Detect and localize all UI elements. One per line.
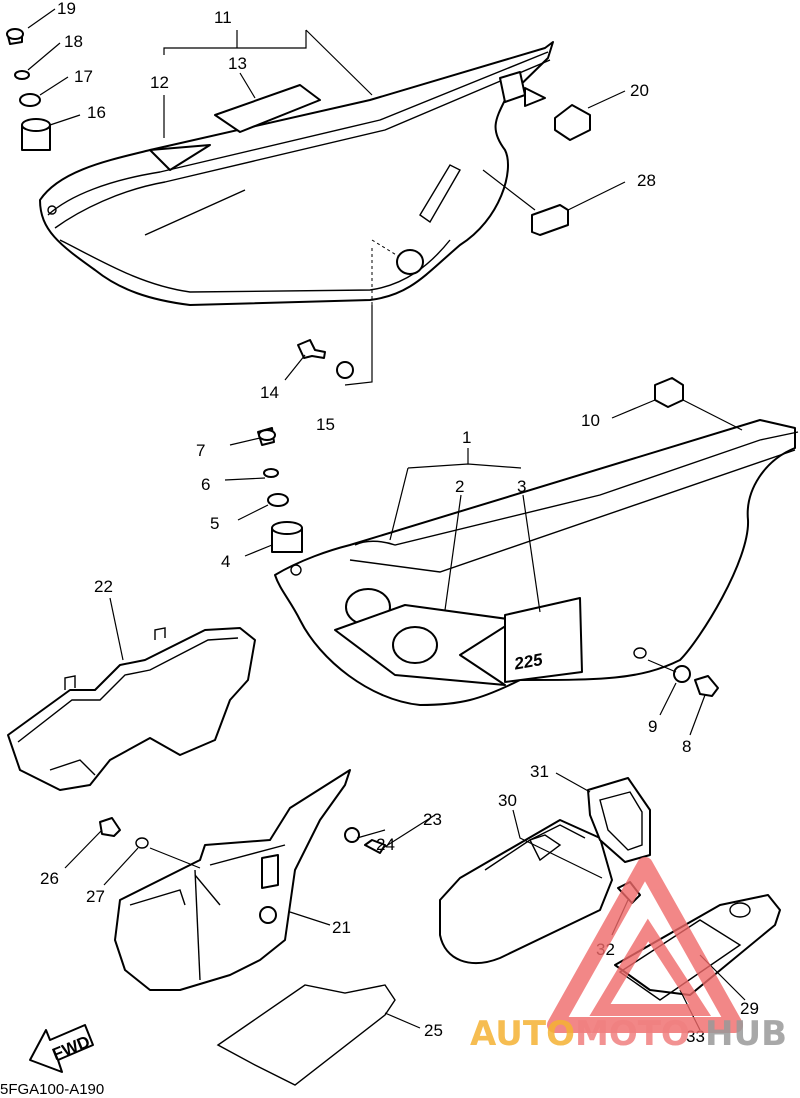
callout-17: 17 (74, 67, 93, 86)
callout-23: 23 (423, 810, 442, 829)
damper (554, 104, 591, 141)
callout-22: 22 (94, 577, 113, 596)
watermark-triangle-icon (547, 857, 743, 1033)
collar-9 (673, 665, 691, 683)
lower-side-cover: 225 (274, 419, 799, 706)
decal-text: 225 (512, 650, 545, 674)
pad-33 (618, 919, 742, 1001)
battery-box-21 (114, 769, 351, 991)
callout-24: 24 (376, 835, 395, 854)
watermark-word-moto: MOTO (575, 1014, 690, 1054)
washer-27 (135, 837, 149, 849)
nut-24 (344, 827, 360, 843)
callout-26: 26 (40, 869, 59, 888)
callout-9: 9 (648, 717, 657, 736)
callout-2: 2 (455, 477, 464, 496)
callout-18: 18 (64, 32, 83, 51)
screw-14 (297, 339, 326, 359)
callout-31: 31 (530, 762, 549, 781)
collar-15 (336, 361, 354, 379)
upper-grommet-stack (6, 28, 51, 151)
callout-28: 28 (637, 171, 656, 190)
lower-grommet-stack (257, 427, 303, 553)
callout-10: 10 (581, 411, 600, 430)
callout-5: 5 (210, 514, 219, 533)
callout-30: 30 (498, 791, 517, 810)
watermark-logo (547, 857, 743, 1033)
screw-8 (694, 675, 719, 697)
callout-7: 7 (196, 441, 205, 460)
callout-13: 13 (228, 54, 247, 73)
damper-10 (654, 377, 684, 408)
callout-11: 11 (214, 8, 232, 27)
leader-lines (27, 8, 746, 1031)
callout-16: 16 (87, 103, 106, 122)
callout-6: 6 (201, 475, 210, 494)
watermark-word-auto: AUTO (470, 1014, 575, 1054)
callout-21: 21 (332, 918, 351, 937)
callout-20: 20 (630, 81, 649, 100)
callout-29: 29 (740, 999, 759, 1018)
watermark-inner-triangle-icon (589, 918, 712, 1016)
callout-15: 15 (316, 415, 335, 434)
callout-3: 3 (517, 477, 526, 496)
callout-14: 14 (260, 383, 279, 402)
screw-23 (364, 839, 386, 854)
callout-27: 27 (86, 887, 105, 906)
watermark-text: AUTO MOTO HUB (470, 1014, 787, 1054)
diagram-code: 5FGA100-A190 (0, 1081, 104, 1098)
callout-12: 12 (150, 73, 169, 92)
bolt-26 (99, 817, 121, 837)
tool-bag-30 (439, 819, 613, 965)
callout-1: 1 (462, 428, 471, 447)
watermark-word-hub: HUB (705, 1014, 787, 1054)
callout-4: 4 (221, 552, 230, 571)
callout-labels: 19 18 17 16 11 13 12 20 28 14 15 10 1 7 … (40, 0, 759, 1046)
callout-19: 19 (57, 0, 76, 18)
bracket-22 (7, 627, 256, 791)
sponge (531, 204, 569, 236)
callout-25: 25 (424, 1021, 443, 1040)
upper-side-cover (39, 41, 554, 306)
callout-8: 8 (682, 737, 691, 756)
sheet-25 (216, 984, 396, 1086)
fwd-arrow: FWD (29, 1024, 94, 1073)
